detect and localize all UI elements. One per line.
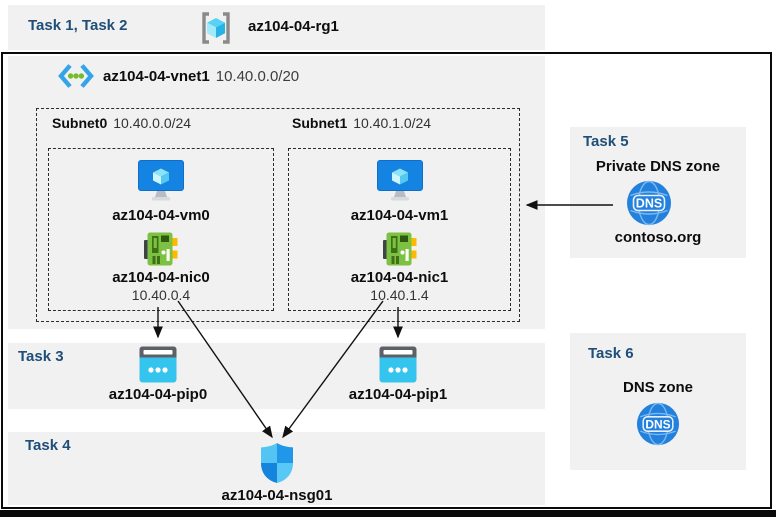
subnet0-box: az104-04-vm0 az104-04-nic0 10.40.0. <box>48 148 274 311</box>
subnet0-header: Subnet0 10.40.0.0/24 <box>52 115 191 131</box>
nsg-name: az104-04-nsg01 <box>221 487 333 504</box>
subnet1-cidr: 10.40.1.0/24 <box>353 115 432 131</box>
private-dns-zone-name: contoso.org <box>614 229 702 246</box>
vm0-name: az104-04-vm0 <box>112 207 210 224</box>
vnet-cidr: 10.40.0.0/20 <box>215 67 300 85</box>
vm1-name: az104-04-vm1 <box>350 207 449 224</box>
task3-band: Task 3 az104-04-pip0 <box>8 343 545 409</box>
task6-label: Task 6 <box>588 345 634 362</box>
dns-zone-title: DNS zone <box>622 379 693 396</box>
pip1-name: az104-04-pip1 <box>348 386 448 403</box>
dns-icon-label: DNS <box>645 417 670 431</box>
nic1-ip: 10.40.1.4 <box>370 287 429 303</box>
subnet1-box: az104-04-vm1 az104-04-nic1 10.40.1. <box>288 148 511 311</box>
vm-icon <box>376 160 423 201</box>
task4-label: Task 4 <box>25 437 71 454</box>
task12-band: Task 1, Task 2 az104-04-rg1 <box>8 5 545 50</box>
public-ip-icon <box>139 346 177 383</box>
dns-zone-icon: DNS <box>626 180 672 226</box>
vnet-region: az104-04-vnet1 10.40.0.0/20 Subnet0 10.4… <box>8 56 545 329</box>
nsg-group: az104-04-nsg01 <box>197 442 357 504</box>
vm-icon <box>138 160 184 201</box>
dns-zone-icon: DNS <box>636 402 680 446</box>
pip1-group: az104-04-pip1 <box>323 346 473 403</box>
network-security-group-icon <box>260 442 294 484</box>
vnet-name: az104-04-vnet1 <box>103 67 210 85</box>
pip0-name: az104-04-pip0 <box>108 386 208 403</box>
nic-icon <box>382 231 417 267</box>
nic0-ip: 10.40.0.4 <box>131 287 191 303</box>
task6-box: Task 6 DNS zone DNS <box>570 333 746 470</box>
task3-label: Task 3 <box>18 348 64 365</box>
subnet1-name: Subnet1 <box>292 115 348 131</box>
resource-group-name: az104-04-rg1 <box>248 18 339 35</box>
vnet-header: az104-04-vnet1 10.40.0.0/20 <box>58 62 299 90</box>
resource-group-icon <box>196 8 236 48</box>
nic0-name: az104-04-nic0 <box>112 269 210 286</box>
subnet0-cidr: 10.40.0.0/24 <box>113 115 192 131</box>
virtual-network-icon <box>58 62 94 90</box>
dns-icon-label: DNS <box>636 197 662 211</box>
diagram-frame <box>1 52 772 509</box>
private-dns-zone-title: Private DNS zone <box>595 158 721 175</box>
nic-icon <box>144 231 178 267</box>
public-ip-icon <box>379 346 417 383</box>
pip0-group: az104-04-pip0 <box>83 346 233 403</box>
nic1-name: az104-04-nic1 <box>350 269 449 286</box>
diagram-frame-bottom <box>0 510 776 517</box>
task12-label: Task 1, Task 2 <box>28 17 128 34</box>
subnet0-name: Subnet0 <box>52 115 108 131</box>
subnet1-header: Subnet1 10.40.1.0/24 <box>292 115 431 131</box>
task4-band: Task 4 az104-04-nsg0 <box>8 432 545 505</box>
task5-box: Task 5 Private DNS zone DNS contoso.org <box>570 127 746 258</box>
task5-label: Task 5 <box>583 133 629 150</box>
subnets-container-box <box>36 108 520 322</box>
